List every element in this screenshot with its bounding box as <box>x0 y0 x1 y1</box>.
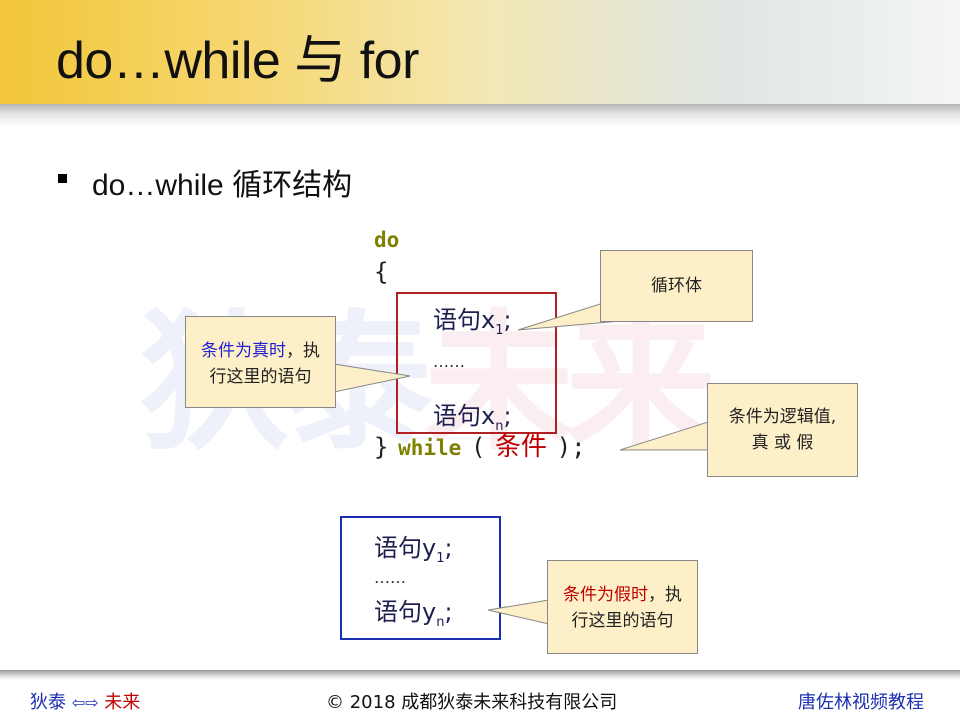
while-line: } while ( 条件 ); <box>374 432 586 465</box>
footer-copyright: © 2018 成都狄泰未来科技有限公司 <box>326 692 618 713</box>
callout-true-line1: 条件为真时，执 <box>201 341 320 361</box>
true-pointer <box>333 363 411 393</box>
after-loop-box <box>340 516 501 640</box>
while-keyword: while <box>398 436 462 460</box>
condition-text: 条件 <box>495 432 548 462</box>
footer-divider <box>0 670 960 680</box>
bullet-square-icon <box>58 174 67 183</box>
section-subtitle: do…while 循环结构 <box>92 169 353 202</box>
title-bar <box>0 0 960 104</box>
loop-body-box <box>396 292 557 434</box>
callout-logic-line2: 真 或 假 <box>751 433 814 453</box>
ellipsis-y: …… <box>374 568 406 587</box>
ellipsis-x: …… <box>433 352 465 371</box>
close-paren: ); <box>556 433 586 461</box>
footer-brand: 狄泰 ⇦⇨ 未来 <box>30 688 140 714</box>
open-paren: ( <box>470 433 486 461</box>
do-keyword: do <box>374 228 400 252</box>
slide-title: do…while 与 for <box>56 32 419 90</box>
logic-pointer <box>619 421 709 451</box>
statement-yn: 语句yn; <box>374 598 453 630</box>
footer-course: 唐佐林视频教程 <box>798 692 924 713</box>
close-brace: } <box>374 433 389 461</box>
open-brace: { <box>374 258 389 286</box>
callout-false-line1: 条件为假时，执 <box>563 585 682 605</box>
callout-false: 条件为假时，执 行这里的语句 <box>547 560 698 654</box>
callout-true-line2: 行这里的语句 <box>209 367 312 387</box>
title-shadow <box>0 104 960 126</box>
false-pointer <box>487 599 550 625</box>
callout-loop-body: 循环体 <box>600 250 753 322</box>
callout-loop-body-text: 循环体 <box>651 276 702 296</box>
callout-logic-line1: 条件为逻辑值, <box>728 407 837 427</box>
statement-xn: 语句xn; <box>433 402 512 434</box>
footer-brand-a: 狄泰 <box>30 692 66 713</box>
footer-arrows-icon: ⇦⇨ <box>71 693 99 712</box>
footer-brand-b: 未来 <box>104 692 141 713</box>
statement-x1: 语句x1; <box>433 306 512 338</box>
callout-true: 条件为真时，执 行这里的语句 <box>185 316 336 408</box>
callout-logic: 条件为逻辑值, 真 或 假 <box>707 383 858 477</box>
callout-false-line2: 行这里的语句 <box>571 611 674 631</box>
statement-y1: 语句y1; <box>374 534 453 566</box>
